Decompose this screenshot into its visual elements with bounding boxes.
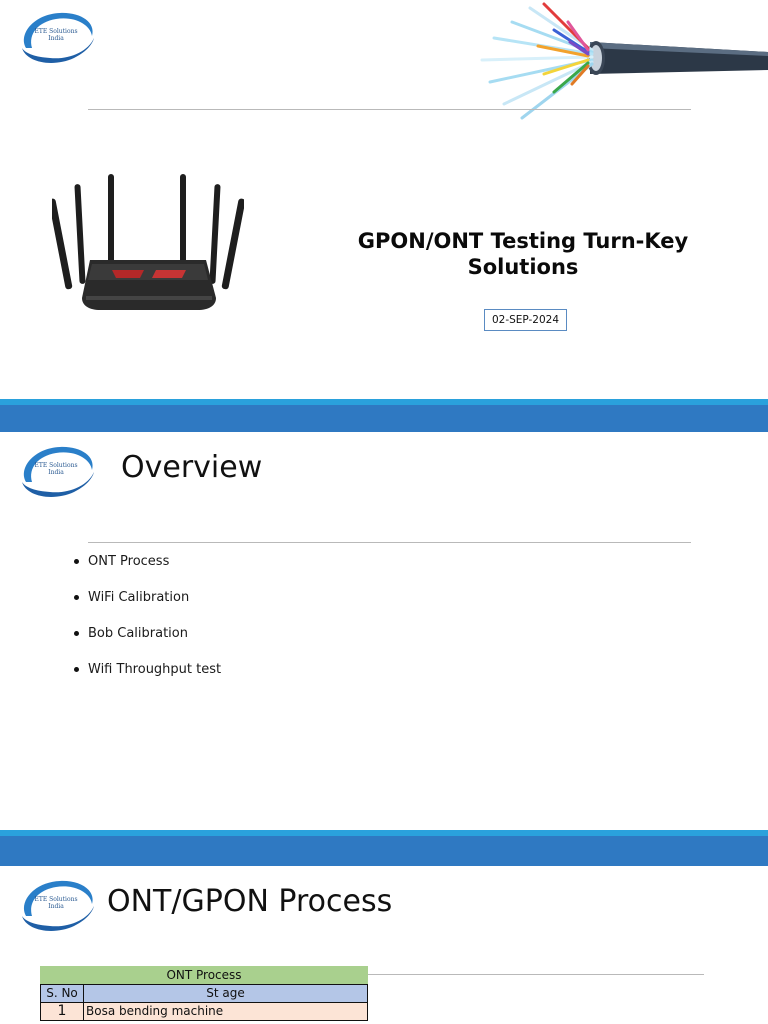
- wifi-router-image: [48, 170, 246, 315]
- company-logo: ETE Solutions India: [16, 442, 96, 500]
- divider-line: [368, 974, 704, 975]
- presentation-date: 02-SEP-2024: [484, 309, 567, 331]
- logo-swoosh-icon: [22, 12, 94, 63]
- fiber-optic-cable-image: [472, 0, 768, 120]
- bullet-item: Wifi Throughput test: [74, 660, 221, 696]
- title-slide: ETE Solutions India: [0, 0, 768, 400]
- divider-line: [88, 542, 691, 543]
- column-header-sno: S. No: [40, 984, 84, 1003]
- table-row: 1 Bosa bending machine: [40, 1002, 368, 1021]
- logo-line-2: India: [48, 903, 64, 910]
- bullet-item: Bob Calibration: [74, 624, 221, 660]
- logo-swoosh-icon: [22, 446, 94, 497]
- presentation-title: GPON/ONT Testing Turn-Key Solutions: [357, 229, 689, 279]
- slide-heading: ONT/GPON Process: [107, 884, 393, 919]
- table-title: ONT Process: [40, 966, 368, 985]
- table-cell-stage: Bosa bending machine: [83, 1002, 368, 1021]
- logo-line-2: India: [48, 469, 64, 476]
- slide-heading: Overview: [121, 450, 263, 485]
- process-slide: ETE Solutions India ONT/GPON Process ONT…: [0, 866, 768, 1024]
- logo-swoosh-icon: [22, 880, 94, 931]
- overview-slide: ETE Solutions India Overview ONT Process…: [0, 432, 768, 830]
- logo-line-1: ETE Solutions: [34, 28, 78, 35]
- company-logo: ETE Solutions India: [16, 8, 96, 66]
- slide-separator-band: [0, 399, 768, 433]
- bullet-item: WiFi Calibration: [74, 588, 221, 624]
- slide-separator-band: [0, 830, 768, 866]
- logo-line-2: India: [48, 35, 64, 42]
- divider-line: [88, 109, 691, 110]
- company-logo: ETE Solutions India: [16, 876, 96, 934]
- logo-line-1: ETE Solutions: [34, 462, 78, 469]
- bullet-item: ONT Process: [74, 552, 221, 588]
- table-cell-sno: 1: [40, 1002, 84, 1021]
- overview-bullet-list: ONT Process WiFi Calibration Bob Calibra…: [74, 552, 221, 696]
- ont-process-table: ONT Process S. No St age 1 Bosa bending …: [40, 966, 368, 1021]
- column-header-stage: St age: [83, 984, 368, 1003]
- logo-line-1: ETE Solutions: [34, 896, 78, 903]
